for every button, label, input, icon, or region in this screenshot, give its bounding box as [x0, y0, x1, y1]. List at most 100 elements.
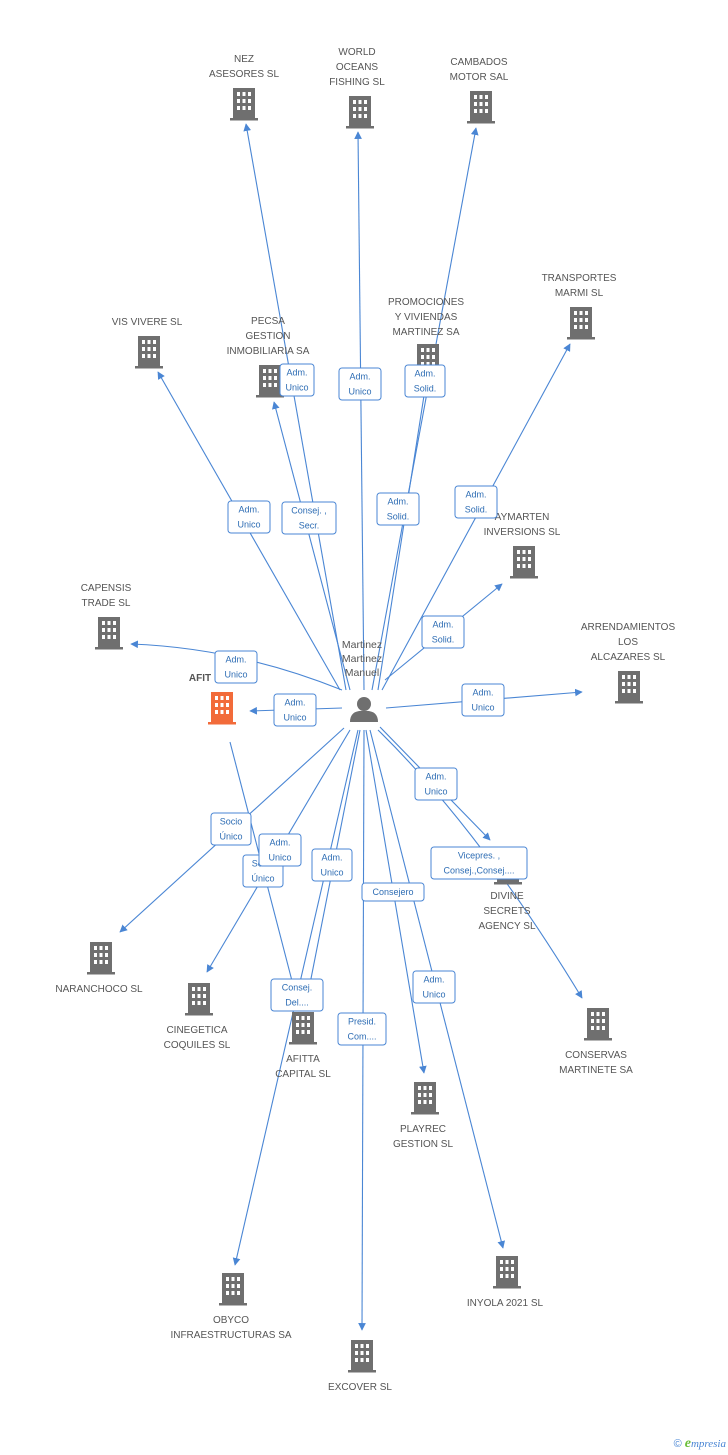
node-label-line: MARMI SL [555, 288, 604, 299]
role-label-line: Adm. [432, 620, 453, 630]
building-icon [467, 91, 495, 124]
role-cinegetica[interactable]: Adm.Unico [258, 833, 302, 867]
building-icon [219, 1273, 247, 1306]
role-label-line: Adm. [425, 772, 446, 782]
role-divine1[interactable]: Adm.Unico [414, 767, 458, 801]
node-afit[interactable]: AFIT [189, 673, 236, 725]
role-label-line: Com.... [347, 1032, 376, 1042]
role-box-frame [270, 978, 324, 1012]
role-vis[interactable]: Adm.Unico [227, 500, 271, 534]
role-nez[interactable]: Adm.Unico [279, 363, 315, 397]
node-label: INYOLA 2021 SL [467, 1298, 544, 1309]
center-name-line: Martinez [342, 653, 382, 665]
node-naranchoco[interactable]: NARANCHOCO SL [55, 942, 143, 995]
center-name-line: Martinez [342, 639, 382, 651]
role-cambados[interactable]: Adm.Solid. [404, 364, 446, 398]
role-world[interactable]: Adm.Unico [338, 367, 382, 401]
node-label-line: AGENCY SL [478, 921, 535, 932]
building-icon [135, 336, 163, 369]
role-label: Adm.Solid. [465, 490, 488, 515]
building-icon [87, 942, 115, 975]
node-transportes[interactable]: TRANSPORTES MARMI SL [542, 273, 617, 340]
role-label: Adm. Unico [422, 975, 445, 1000]
node-label-line: OCEANS [336, 62, 379, 73]
role-afitta2[interactable]: Consej.Del.... [270, 978, 324, 1012]
role-label-line: Unico [237, 520, 260, 530]
role-label-line: Unico [348, 387, 371, 397]
role-label: Adm.Unico [320, 853, 343, 878]
role-label: Adm.Solid. [414, 369, 437, 394]
role-label: Adm.Unico [224, 655, 247, 680]
role-excover[interactable]: Presid.Com.... [337, 1012, 387, 1046]
node-label-line: AYMARTEN [495, 512, 550, 523]
node-excover[interactable]: EXCOVER SL [328, 1340, 392, 1393]
person-icon [357, 697, 371, 711]
role-box-frame [414, 767, 458, 801]
role-promociones[interactable]: Adm.Solid. [376, 492, 420, 526]
role-label-line: Solid. [387, 512, 410, 522]
role-label-line: Consejero [372, 887, 413, 897]
node-label: VIS VIVERE SL [112, 317, 183, 328]
brand-logo-e: e [684, 1436, 691, 1451]
node-label-line: NARANCHOCO SL [55, 984, 143, 995]
role-aymarten[interactable]: Adm.Solid. [421, 615, 465, 649]
building-icon [567, 307, 595, 340]
edge-pecsa [272, 401, 351, 691]
role-box-frame [311, 848, 353, 882]
role-label-line: Adm. [423, 975, 444, 985]
node-label-line: CAPENSIS [81, 583, 132, 594]
role-label-line: Adm. [414, 369, 435, 379]
edge-cambados [371, 127, 479, 691]
node-label-line: TRANSPORTES [542, 273, 617, 284]
role-label-line: Socio [220, 817, 243, 827]
node-label: NARANCHOCO SL [55, 984, 143, 995]
node-inyola[interactable]: INYOLA 2021 SL [467, 1256, 544, 1309]
role-inyola[interactable]: Adm. Unico [412, 970, 456, 1004]
role-label-line: Unico [422, 990, 445, 1000]
copyright-symbol: © [673, 1438, 682, 1450]
role-label-line: Vicepres. , [458, 851, 500, 861]
role-obyco[interactable]: Adm.Unico [311, 848, 353, 882]
role-divine2[interactable]: Vicepres. ,Consej.,Consej.... [430, 846, 528, 880]
role-label: Adm.Unico [424, 772, 447, 797]
building-icon [208, 692, 236, 725]
role-label-line: Consej. , [291, 506, 327, 516]
edge-nez [243, 123, 347, 691]
role-box-frame [454, 485, 498, 519]
role-label: Adm.Solid. [387, 497, 410, 522]
role-afit[interactable]: Adm.Unico [273, 693, 317, 727]
role-pecsa[interactable]: Consej. ,Secr. [281, 501, 337, 535]
building-icon [289, 1012, 317, 1045]
role-label-line: Adm. [269, 838, 290, 848]
role-capensis[interactable]: Adm.Unico [214, 650, 258, 684]
role-transportes[interactable]: Adm.Solid. [454, 485, 498, 519]
role-playrec[interactable]: Consejero [361, 882, 425, 902]
role-label: Adm.Unico [285, 368, 308, 393]
role-arrendamientos[interactable]: Adm.Unico [461, 683, 505, 717]
node-vis[interactable]: VIS VIVERE SL [112, 317, 183, 369]
